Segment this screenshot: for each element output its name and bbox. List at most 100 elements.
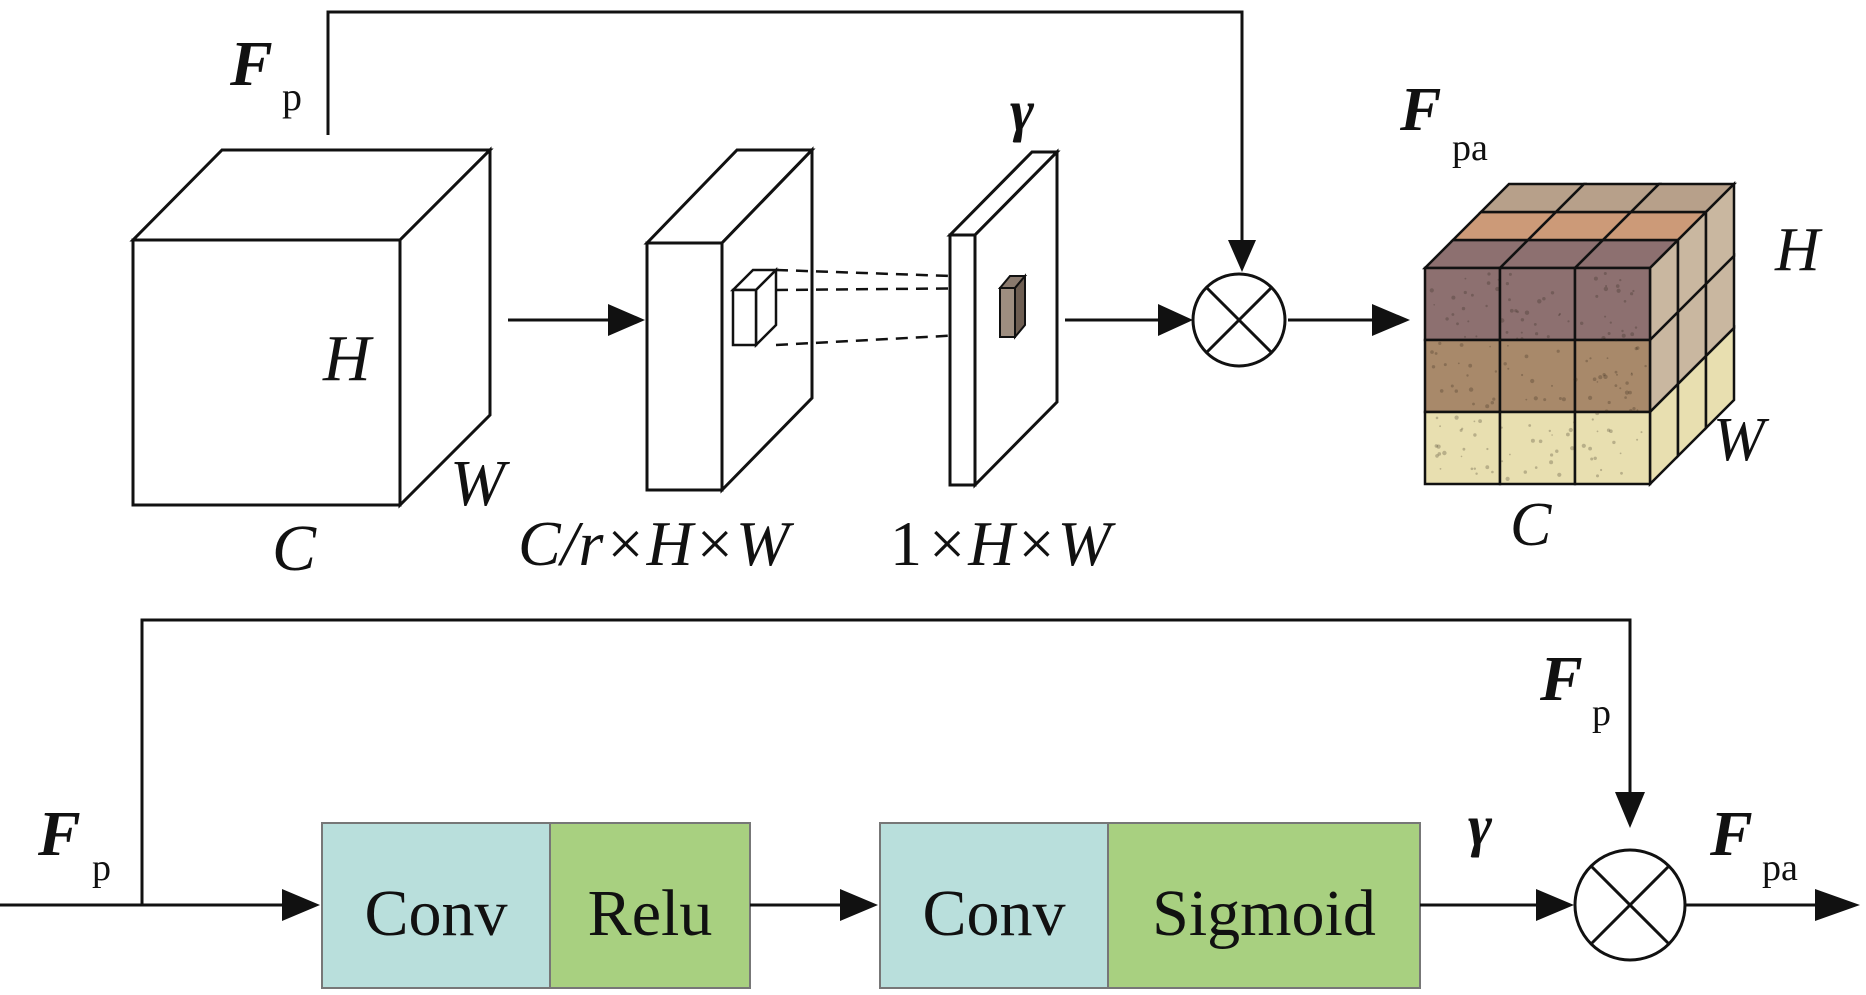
output-cube-texture-dot: [1562, 397, 1566, 401]
output-cube-texture-dot: [1588, 396, 1592, 400]
output-cube-texture-dot: [1589, 357, 1591, 359]
input-cube-h-label: H: [322, 322, 374, 395]
output-cube-texture-dot: [1594, 457, 1597, 460]
arrow-block2-to-multiply-arrowhead-icon: [1536, 889, 1574, 921]
output-cube-texture-dot: [1521, 374, 1523, 376]
output-cube-texture-dot: [1495, 287, 1499, 291]
block2-sigmoid-label: Sigmoid: [1152, 877, 1376, 950]
output-cube-texture-dot: [1510, 309, 1514, 313]
output-cube-texture-dot: [1537, 299, 1541, 303]
bottom-input-arrowhead-icon: [282, 889, 320, 921]
output-cube-texture-dot: [1432, 365, 1435, 368]
output-cube-texture-dot: [1438, 342, 1441, 345]
output-cube-texture-dot: [1604, 272, 1607, 275]
output-cube-texture-dot: [1603, 338, 1605, 340]
output-cube-texture-dot: [1525, 311, 1529, 315]
output-cube-texture-dot: [1592, 418, 1594, 420]
output-cube-texture-dot: [1569, 428, 1573, 432]
output-cube-texture-dot: [1594, 277, 1598, 281]
bottom-skip-arrowhead-icon: [1615, 792, 1645, 828]
output-cube-texture-dot: [1455, 416, 1459, 420]
output-cube-front-tile: [1500, 412, 1575, 484]
output-cube-texture-dot: [1615, 384, 1618, 387]
output-cube-texture-dot: [1464, 291, 1467, 294]
bottom-output-label-main: F: [1709, 798, 1753, 869]
output-cube-texture-dot: [1437, 445, 1441, 449]
output-cube-texture-dot: [1625, 381, 1628, 384]
arrow-map-to-multiply-arrowhead-icon: [1158, 304, 1193, 336]
output-cube-texture-dot: [1500, 318, 1504, 322]
output-cube-texture-dot: [1596, 474, 1599, 477]
output-cube-texture-dot: [1516, 338, 1518, 340]
top-multiply-circled-times-icon: [1193, 274, 1285, 366]
output-cube-texture-dot: [1491, 401, 1494, 404]
output-cube-texture-dot: [1598, 375, 1602, 379]
output-cube-texture-dot: [1467, 320, 1469, 322]
output-cube-texture-dot: [1615, 339, 1618, 342]
output-cube-texture-dot: [1551, 434, 1553, 436]
output-cube-texture-dot: [1486, 448, 1488, 450]
output-cube-texture-dot: [1590, 458, 1593, 461]
output-cube-texture-dot: [1501, 460, 1503, 462]
conv-relu-block: Conv Relu: [322, 823, 750, 988]
output-cube-texture-dot: [1632, 290, 1634, 292]
output-cube-texture-dot: [1501, 427, 1503, 429]
output-cube-texture-dot: [1567, 320, 1569, 322]
output-cube-texture-dot: [1485, 404, 1489, 408]
output-cube-texture-dot: [1487, 272, 1490, 275]
output-cube-texture-dot: [1521, 337, 1524, 340]
map-dims-label: ×H×W: [925, 508, 1117, 579]
output-cube-texture-dot: [1600, 469, 1602, 471]
output-cube-texture-dot: [1573, 421, 1575, 423]
bottom-skip-label-sub: p: [1592, 692, 1611, 734]
output-cube-texture-dot: [1549, 460, 1553, 464]
output-cube-texture-dot: [1624, 396, 1627, 399]
bottom-input-label-sub: p: [92, 847, 111, 889]
top-skip-arrowhead-icon: [1228, 240, 1256, 272]
output-cube-texture-dot: [1607, 429, 1610, 432]
output-cube-texture-dot: [1622, 334, 1626, 338]
top-gamma-label: γ: [1010, 78, 1035, 143]
output-cube-texture-dot: [1521, 332, 1523, 334]
bottom-skip-label: F p: [1539, 643, 1611, 734]
output-cube-texture-dot: [1461, 456, 1463, 458]
output-cube-texture-dot: [1558, 314, 1560, 316]
bottom-output-label-sub: pa: [1762, 847, 1798, 889]
output-cube-texture-dot: [1525, 399, 1527, 401]
output-cube-texture-dot: [1585, 360, 1588, 363]
bottom-output-label: F pa: [1709, 798, 1798, 889]
bottom-skip-label-main: F: [1539, 643, 1583, 714]
top-output-label-sub: pa: [1452, 127, 1488, 169]
output-cube-texture-dot: [1508, 298, 1511, 301]
output-cube-texture-dot: [1542, 297, 1545, 300]
output-cube-texture-dot: [1559, 397, 1562, 400]
output-cube-texture-dot: [1474, 468, 1476, 470]
output-cube-texture-dot: [1485, 465, 1489, 469]
output-cube-texture-dot: [1445, 317, 1448, 320]
output-cube-texture-dot: [1570, 446, 1574, 450]
output-cube-texture-dot: [1458, 363, 1460, 365]
output-cube-texture-dot: [1555, 450, 1558, 453]
output-cube-texture-dot: [1550, 453, 1553, 456]
input-feature-cube: [133, 150, 490, 505]
output-cube-texture-dot: [1487, 281, 1491, 285]
bottom-output-arrowhead-icon: [1815, 889, 1860, 921]
output-cube-texture-dot: [1632, 407, 1635, 410]
output-cube-texture-dot: [1506, 477, 1510, 481]
output-cube-texture-dot: [1630, 292, 1633, 295]
input-cube-w-label: W: [450, 447, 510, 520]
output-cube-texture-dot: [1469, 387, 1473, 391]
output-cube-texture-dot: [1603, 373, 1606, 376]
output-cube-texture-dot: [1608, 332, 1611, 335]
output-cube-texture-dot: [1535, 466, 1538, 469]
output-cube-texture-dot: [1608, 401, 1611, 404]
output-cube-front-tile: [1425, 268, 1500, 340]
output-cube-texture-dot: [1440, 468, 1442, 470]
output-cube-texture-dot: [1498, 279, 1500, 281]
output-cube-texture-dot: [1524, 470, 1527, 473]
output-cube-texture-dot: [1534, 396, 1538, 400]
output-cube-texture-dot: [1451, 296, 1455, 300]
output-cube-texture-dot: [1473, 433, 1476, 436]
bottom-input-label: F p: [37, 798, 111, 889]
